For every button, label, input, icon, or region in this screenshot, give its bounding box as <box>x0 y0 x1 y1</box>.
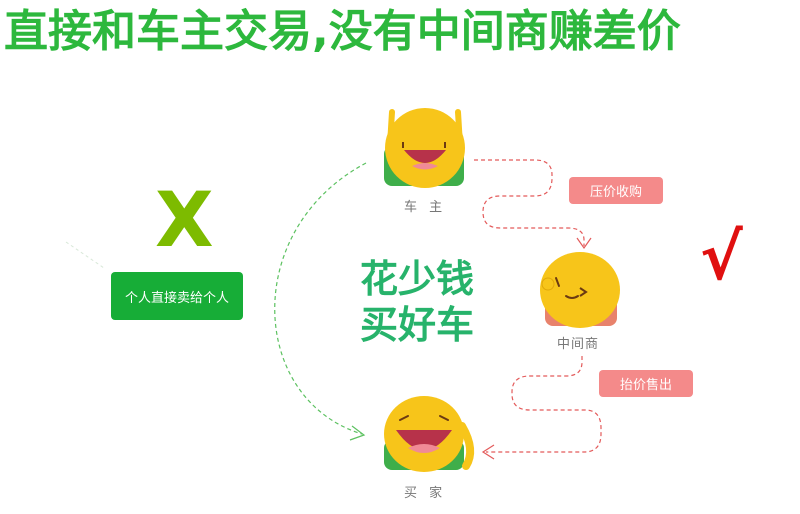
direct-sale-button[interactable]: 个人直接卖给个人 <box>111 272 243 320</box>
press-price-arrowhead <box>576 237 592 250</box>
owner-label: 车 主 <box>404 200 447 215</box>
middleman-label: 中间商 <box>557 337 600 352</box>
raise-price-path <box>486 356 602 453</box>
direct-trade-arrow <box>274 162 367 435</box>
headline: 直接和车主交易,没有中间商赚差价 <box>4 6 681 57</box>
direct-trade-arrowhead <box>349 425 366 441</box>
press-price-tag: 压价收购 <box>569 177 663 204</box>
slogan: 花少钱 买好车 <box>360 256 500 348</box>
buyer-label: 买 家 <box>404 486 447 501</box>
not-recommended-mark: X <box>155 175 214 264</box>
slogan-line-2: 买好车 <box>360 303 475 347</box>
middleman-mascot-icon <box>540 252 620 328</box>
slogan-line-1: 花少钱 <box>360 257 475 301</box>
recommended-mark: √ <box>700 221 743 295</box>
owner-mascot-icon <box>384 108 465 188</box>
press-price-path <box>474 159 585 246</box>
raise-price-arrowhead <box>481 444 495 460</box>
raise-price-tag: 抬价售出 <box>599 370 693 397</box>
buyer-mascot-icon <box>384 396 475 472</box>
